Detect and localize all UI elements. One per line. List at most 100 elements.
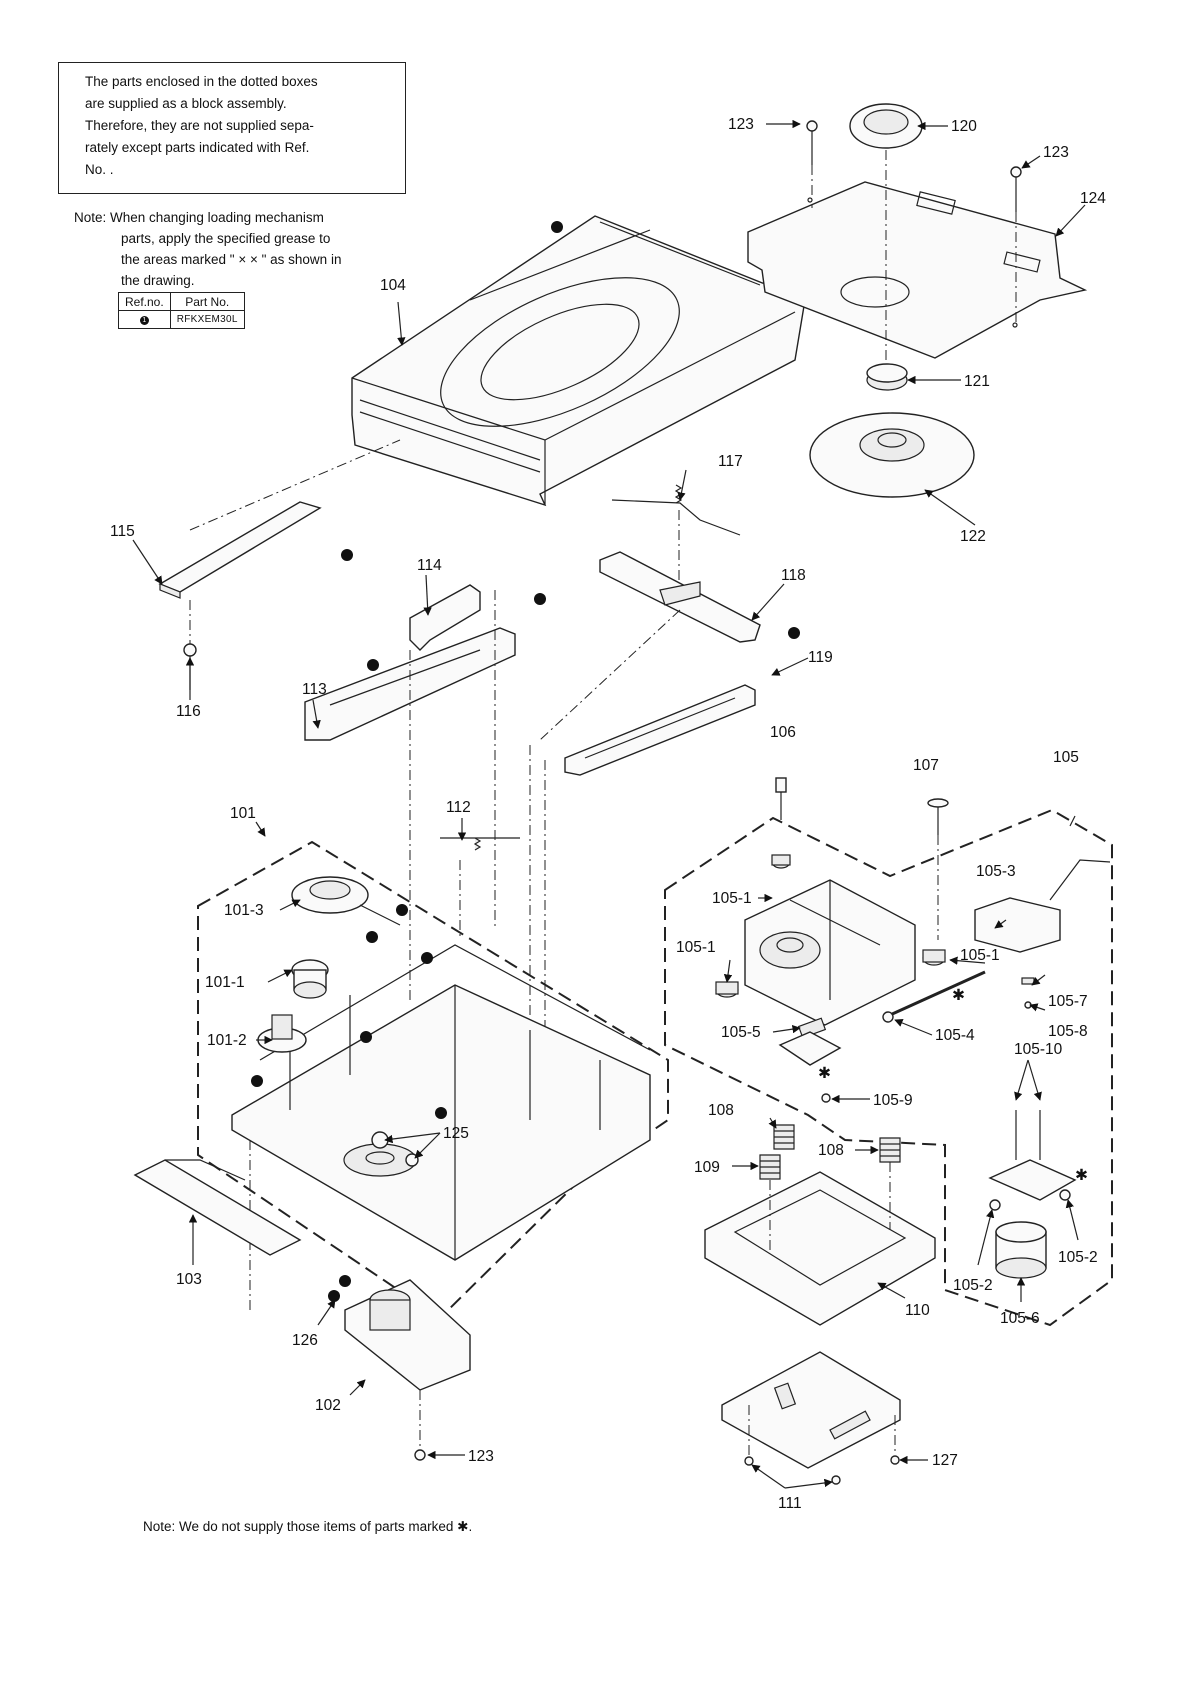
gear-101-3 bbox=[291, 876, 401, 926]
note-line: Therefore, they are not supplied sepa- bbox=[85, 118, 314, 133]
traverse-unit-105 bbox=[744, 879, 916, 1026]
part-labels: 123 120 123 124 121 122 104 117 118 119 … bbox=[110, 116, 1106, 1512]
screw-106 bbox=[775, 777, 787, 820]
part-105-7 bbox=[1021, 977, 1035, 1009]
table-header-ref: Ref.no. bbox=[118, 292, 171, 311]
label-105-1: 105-1 bbox=[960, 947, 1000, 964]
spring-108-right bbox=[879, 1137, 901, 1163]
spring-109 bbox=[759, 1154, 781, 1180]
label-120: 120 bbox=[951, 118, 977, 135]
label-101: 101 bbox=[230, 805, 256, 822]
spring-108-left bbox=[773, 1124, 795, 1150]
gear-101-2 bbox=[257, 1014, 307, 1053]
label-108: 108 bbox=[708, 1102, 734, 1119]
screw-107 bbox=[927, 798, 949, 940]
label-121: 121 bbox=[964, 373, 990, 390]
grease-part-table: Ref.no. Part No. 1 RFKXEM30L bbox=[118, 292, 245, 329]
label-113: 113 bbox=[302, 681, 327, 698]
note-line: rately except parts indicated with Ref. bbox=[85, 140, 310, 155]
label-126: 126 bbox=[292, 1332, 318, 1349]
label-110: 110 bbox=[905, 1302, 930, 1319]
screw-123-bottom bbox=[414, 1390, 426, 1461]
note-line: are supplied as a block assembly. bbox=[85, 96, 287, 111]
screw-105-2-left bbox=[989, 1199, 1001, 1211]
label-105-10: 105-10 bbox=[1014, 1041, 1063, 1058]
label-101-1: 101-1 bbox=[205, 974, 245, 991]
lever-118 bbox=[599, 551, 761, 643]
label-105-1: 105-1 bbox=[712, 890, 752, 907]
label-105-4: 105-4 bbox=[935, 1027, 975, 1044]
label-105-5: 105-5 bbox=[721, 1024, 761, 1041]
cover-103 bbox=[133, 1159, 302, 1256]
clamper-120 bbox=[849, 103, 923, 370]
label-105-2: 105-2 bbox=[953, 1277, 993, 1294]
label-118: 118 bbox=[781, 567, 806, 584]
label-115: 115 bbox=[110, 523, 135, 540]
label-119: 119 bbox=[808, 649, 833, 666]
disc-122 bbox=[809, 412, 975, 498]
note-line: No. . bbox=[85, 162, 114, 177]
grease-note: Note: When changing loading mechanism pa… bbox=[74, 207, 341, 291]
disc-tray-104 bbox=[351, 215, 806, 507]
leader-lines bbox=[132, 119, 1086, 1489]
asterisk-icon: ✱ bbox=[952, 987, 965, 1004]
label-124: 124 bbox=[1080, 190, 1106, 207]
grease-note-line: Note: When changing loading mechanism bbox=[74, 210, 324, 225]
label-123: 123 bbox=[468, 1448, 494, 1465]
label-114: 114 bbox=[417, 557, 442, 574]
label-117: 117 bbox=[718, 453, 743, 470]
note-line: The parts enclosed in the dotted boxes bbox=[85, 74, 318, 89]
shaft-105-4 bbox=[882, 970, 986, 1023]
asterisk-icon: ✱ bbox=[1075, 1167, 1088, 1184]
label-105-2: 105-2 bbox=[1058, 1249, 1098, 1266]
frame-110 bbox=[704, 1162, 936, 1326]
label-105-9: 105-9 bbox=[873, 1092, 913, 1109]
label-125: 125 bbox=[443, 1125, 469, 1142]
label-107: 107 bbox=[913, 757, 939, 774]
screw-123-top-left bbox=[806, 120, 818, 208]
magnet-121 bbox=[866, 363, 908, 391]
chassis-101 bbox=[231, 944, 651, 1261]
guide-line bbox=[189, 439, 401, 531]
damper-105-1-top bbox=[771, 854, 791, 869]
label-109: 109 bbox=[694, 1159, 720, 1176]
screw-111-right bbox=[831, 1475, 841, 1485]
block-assembly-note: The parts enclosed in the dotted boxes a… bbox=[58, 62, 406, 194]
label-105-6: 105-6 bbox=[1000, 1310, 1040, 1327]
motor-102 bbox=[344, 1279, 471, 1391]
label-123: 123 bbox=[728, 116, 754, 133]
screw-123-top-right bbox=[1010, 166, 1022, 322]
grease-note-line: the drawing. bbox=[121, 273, 195, 288]
screw-127 bbox=[890, 1415, 900, 1465]
top-plate-124 bbox=[747, 181, 1088, 359]
slider-119 bbox=[564, 684, 756, 776]
label-105: 105 bbox=[1053, 749, 1079, 766]
screw-105-2-right bbox=[1059, 1189, 1071, 1201]
label-101-3: 101-3 bbox=[224, 902, 264, 919]
label-104: 104 bbox=[380, 277, 406, 294]
label-111: 111 bbox=[778, 1495, 802, 1512]
block-assembly-105 bbox=[664, 808, 1113, 1327]
label-105-1: 105-1 bbox=[676, 939, 716, 956]
label-106: 106 bbox=[770, 724, 796, 741]
label-123: 123 bbox=[1043, 144, 1069, 161]
spring-112 bbox=[440, 837, 520, 851]
label-116: 116 bbox=[176, 703, 201, 720]
label-105-8: 105-8 bbox=[1048, 1023, 1088, 1040]
screw-111-left bbox=[744, 1405, 754, 1466]
label-101-2: 101-2 bbox=[207, 1032, 247, 1049]
lever-114 bbox=[409, 584, 481, 651]
grease-note-line: parts, apply the specified grease to bbox=[121, 231, 331, 246]
damper-105-1-left bbox=[715, 981, 739, 998]
grease-marker-icon: 1 bbox=[139, 315, 149, 325]
spindle-motor-105-6 bbox=[988, 1110, 1077, 1279]
gear-101-1 bbox=[291, 959, 329, 999]
footnote: Note: We do not supply those items of pa… bbox=[143, 1519, 473, 1534]
bracket-105-9 bbox=[778, 1031, 842, 1103]
label-122: 122 bbox=[960, 528, 986, 545]
label-102: 102 bbox=[315, 1397, 341, 1414]
label-105-3: 105-3 bbox=[976, 863, 1016, 880]
table-cell-part-no: RFKXEM30L bbox=[169, 310, 245, 329]
label-105-7: 105-7 bbox=[1048, 993, 1088, 1010]
